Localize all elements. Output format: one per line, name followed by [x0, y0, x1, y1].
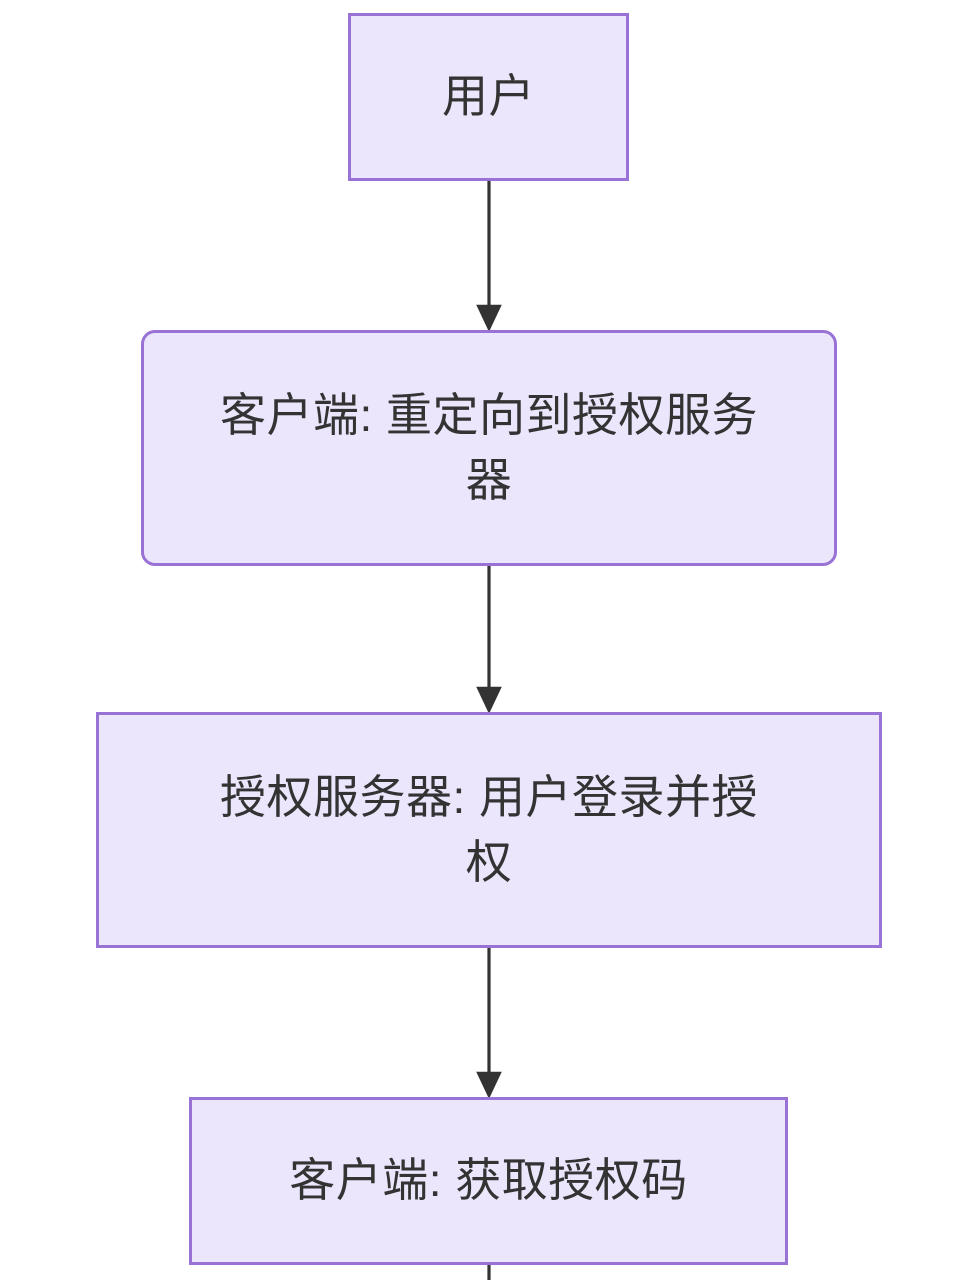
flowchart-node-user-label: 用户: [442, 70, 535, 123]
flowchart-node-getcode[interactable]: 客户端: 获取授权码: [189, 1097, 788, 1265]
flowchart-node-authorize[interactable]: 授权服务器: 用户登录并授权: [96, 712, 882, 948]
flowchart-node-redirect[interactable]: 客户端: 重定向到授权服务器: [141, 330, 837, 566]
flowchart-node-redirect-label: 客户端: 重定向到授权服务器: [219, 388, 759, 506]
flowchart-node-user[interactable]: 用户: [348, 13, 629, 181]
flowchart-node-authorize-label: 授权服务器: 用户登录并授权: [219, 770, 759, 888]
flowchart-node-getcode-label: 客户端: 获取授权码: [289, 1154, 688, 1207]
